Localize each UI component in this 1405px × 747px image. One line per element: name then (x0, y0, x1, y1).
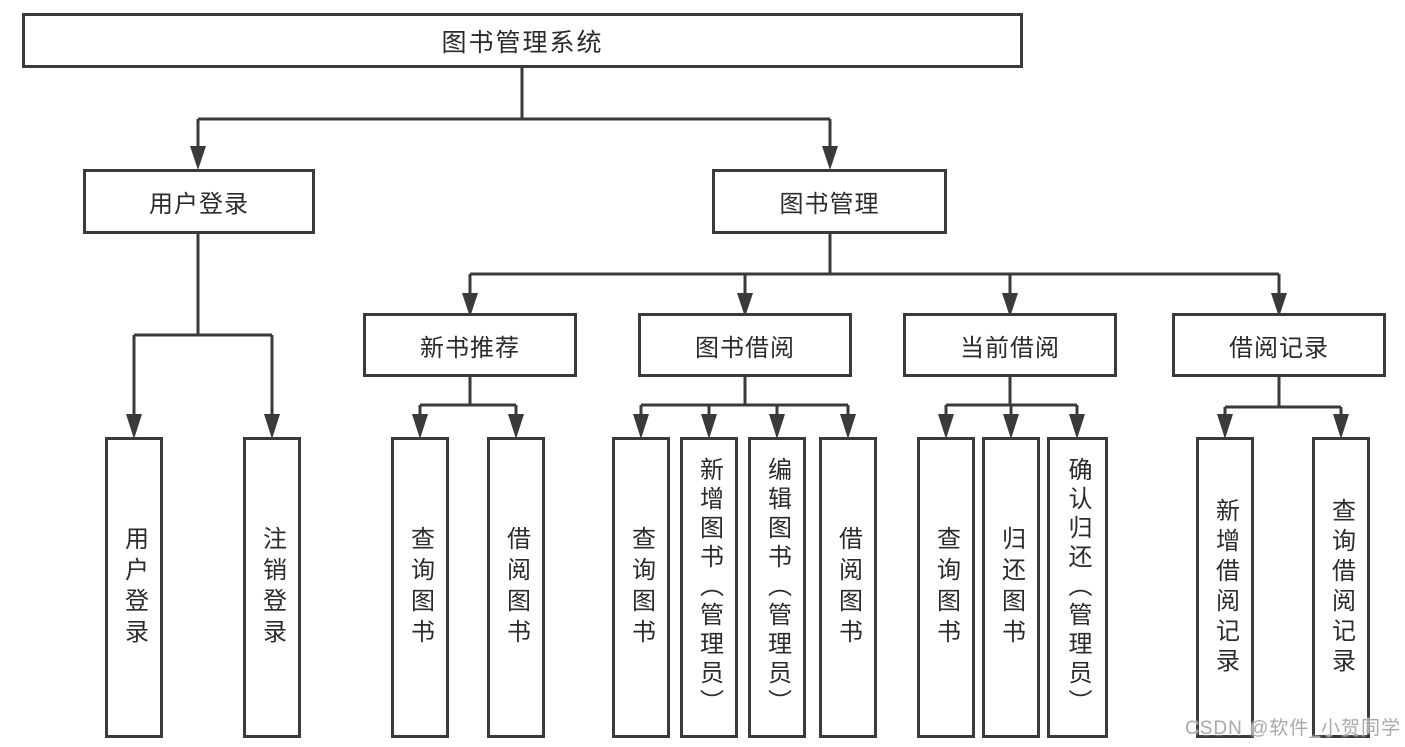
leaf-return-book: 归还图书 (982, 437, 1040, 738)
leaf-query-books-recommend: 查询图书 (391, 437, 449, 738)
leaf-add-borrow-record: 新增借阅记录 (1196, 437, 1254, 738)
leaf-confirm-return-admin: 确认归还（管理员） (1047, 437, 1108, 738)
leaf-query-borrow-record: 查询借阅记录 (1312, 437, 1370, 738)
leaf-query-books-borrow: 查询图书 (612, 437, 670, 738)
node-book-borrow: 图书借阅 (638, 313, 852, 377)
node-book-management-branch: 图书管理 (712, 169, 947, 234)
leaf-add-book-admin: 新增图书（管理员） (680, 437, 738, 738)
leaf-borrow-books-recommend: 借阅图书 (487, 437, 545, 738)
csdn-watermark: CSDN @软件_小贺同学 (1185, 718, 1401, 739)
node-current-borrow: 当前借阅 (903, 313, 1117, 377)
node-borrow-records: 借阅记录 (1172, 313, 1386, 377)
leaf-logout: 注销登录 (243, 437, 301, 738)
leaf-edit-book-admin: 编辑图书（管理员） (748, 437, 806, 738)
leaf-user-login: 用户登录 (105, 437, 163, 738)
leaf-query-books-current: 查询图书 (917, 437, 975, 738)
leaf-borrow-books: 借阅图书 (819, 437, 877, 738)
node-user-login-branch: 用户登录 (83, 169, 315, 234)
node-root-system: 图书管理系统 (22, 13, 1023, 68)
node-new-book-recommend: 新书推荐 (363, 313, 577, 377)
